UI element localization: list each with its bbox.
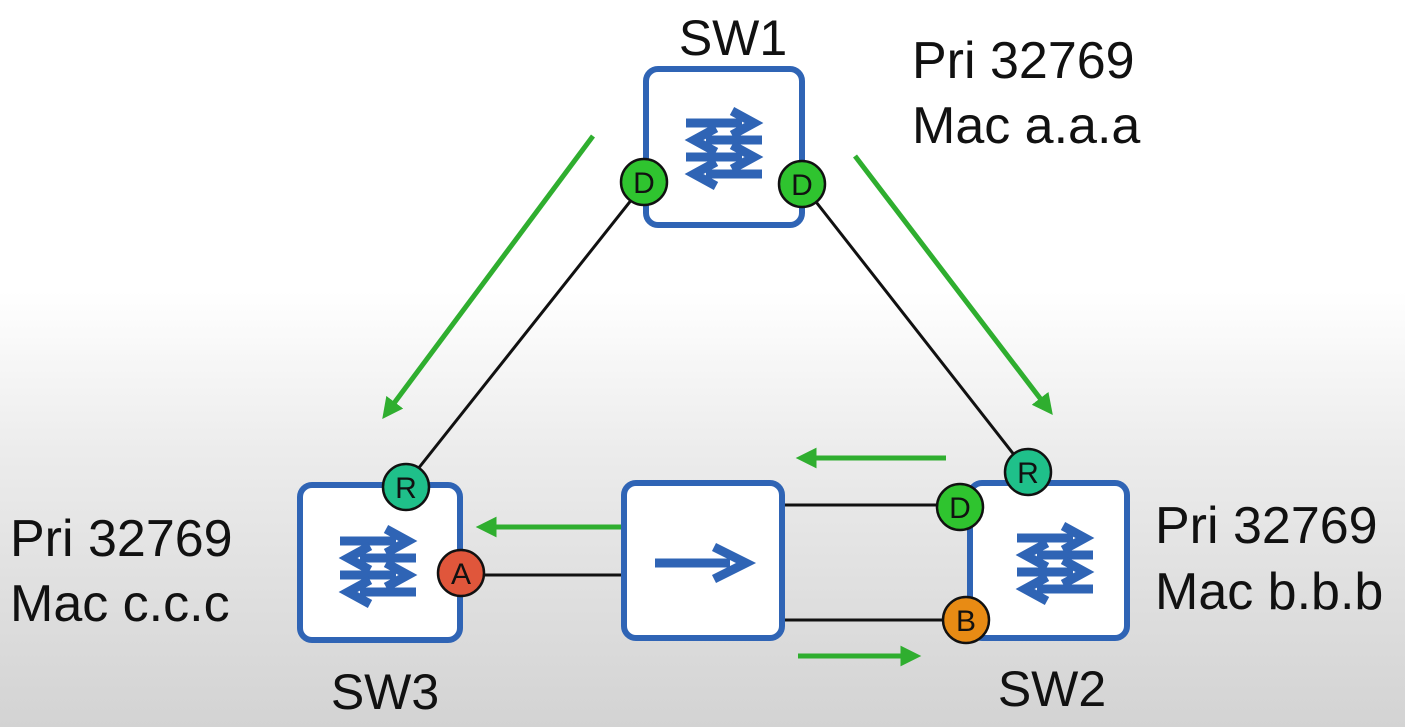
sw1-priority-label: Pri 32769 bbox=[912, 32, 1135, 90]
port-role-label: D bbox=[791, 169, 813, 202]
link-sw1-sw2 bbox=[800, 183, 1028, 471]
sw1-mac-label: Mac a.a.a bbox=[912, 97, 1140, 155]
port-sw2-upper: D bbox=[935, 482, 985, 532]
bpdu-arrow-sw1-to-sw2 bbox=[853, 154, 1053, 416]
port-sw2-lower: B bbox=[941, 595, 991, 645]
sw3-name-label: SW3 bbox=[331, 664, 439, 720]
port-sw1-left: D bbox=[619, 157, 669, 207]
hub-device bbox=[621, 480, 785, 641]
bpdu-arrow-sw1-to-sw3 bbox=[382, 134, 596, 420]
sw3-mac-label: Mac c.c.c bbox=[10, 575, 230, 633]
port-role-label: D bbox=[633, 167, 655, 200]
link-sw1-sw3 bbox=[404, 183, 646, 485]
port-sw3-right: A bbox=[436, 548, 486, 598]
sw2-name-label: SW2 bbox=[998, 661, 1106, 717]
sw1-name-label: SW1 bbox=[679, 10, 787, 66]
sw3-priority-label: Pri 32769 bbox=[10, 510, 233, 568]
port-role-label: R bbox=[395, 472, 417, 505]
switch-sw1 bbox=[643, 66, 805, 228]
switch-sw3 bbox=[297, 482, 463, 643]
switch-box bbox=[643, 66, 805, 228]
port-sw2-top: R bbox=[1003, 447, 1053, 497]
port-sw1-right: D bbox=[777, 159, 827, 209]
sw2-priority-label: Pri 32769 bbox=[1155, 497, 1378, 555]
port-role-label: B bbox=[956, 605, 976, 638]
right-arrow-icon bbox=[655, 542, 757, 584]
port-sw3-top: R bbox=[381, 462, 431, 512]
port-role-label: A bbox=[451, 558, 471, 591]
switch-box bbox=[967, 480, 1130, 641]
sw2-mac-label: Mac b.b.b bbox=[1155, 563, 1383, 621]
port-role-label: D bbox=[949, 492, 971, 525]
port-role-label: R bbox=[1017, 457, 1039, 490]
switch-sw2 bbox=[967, 480, 1130, 641]
